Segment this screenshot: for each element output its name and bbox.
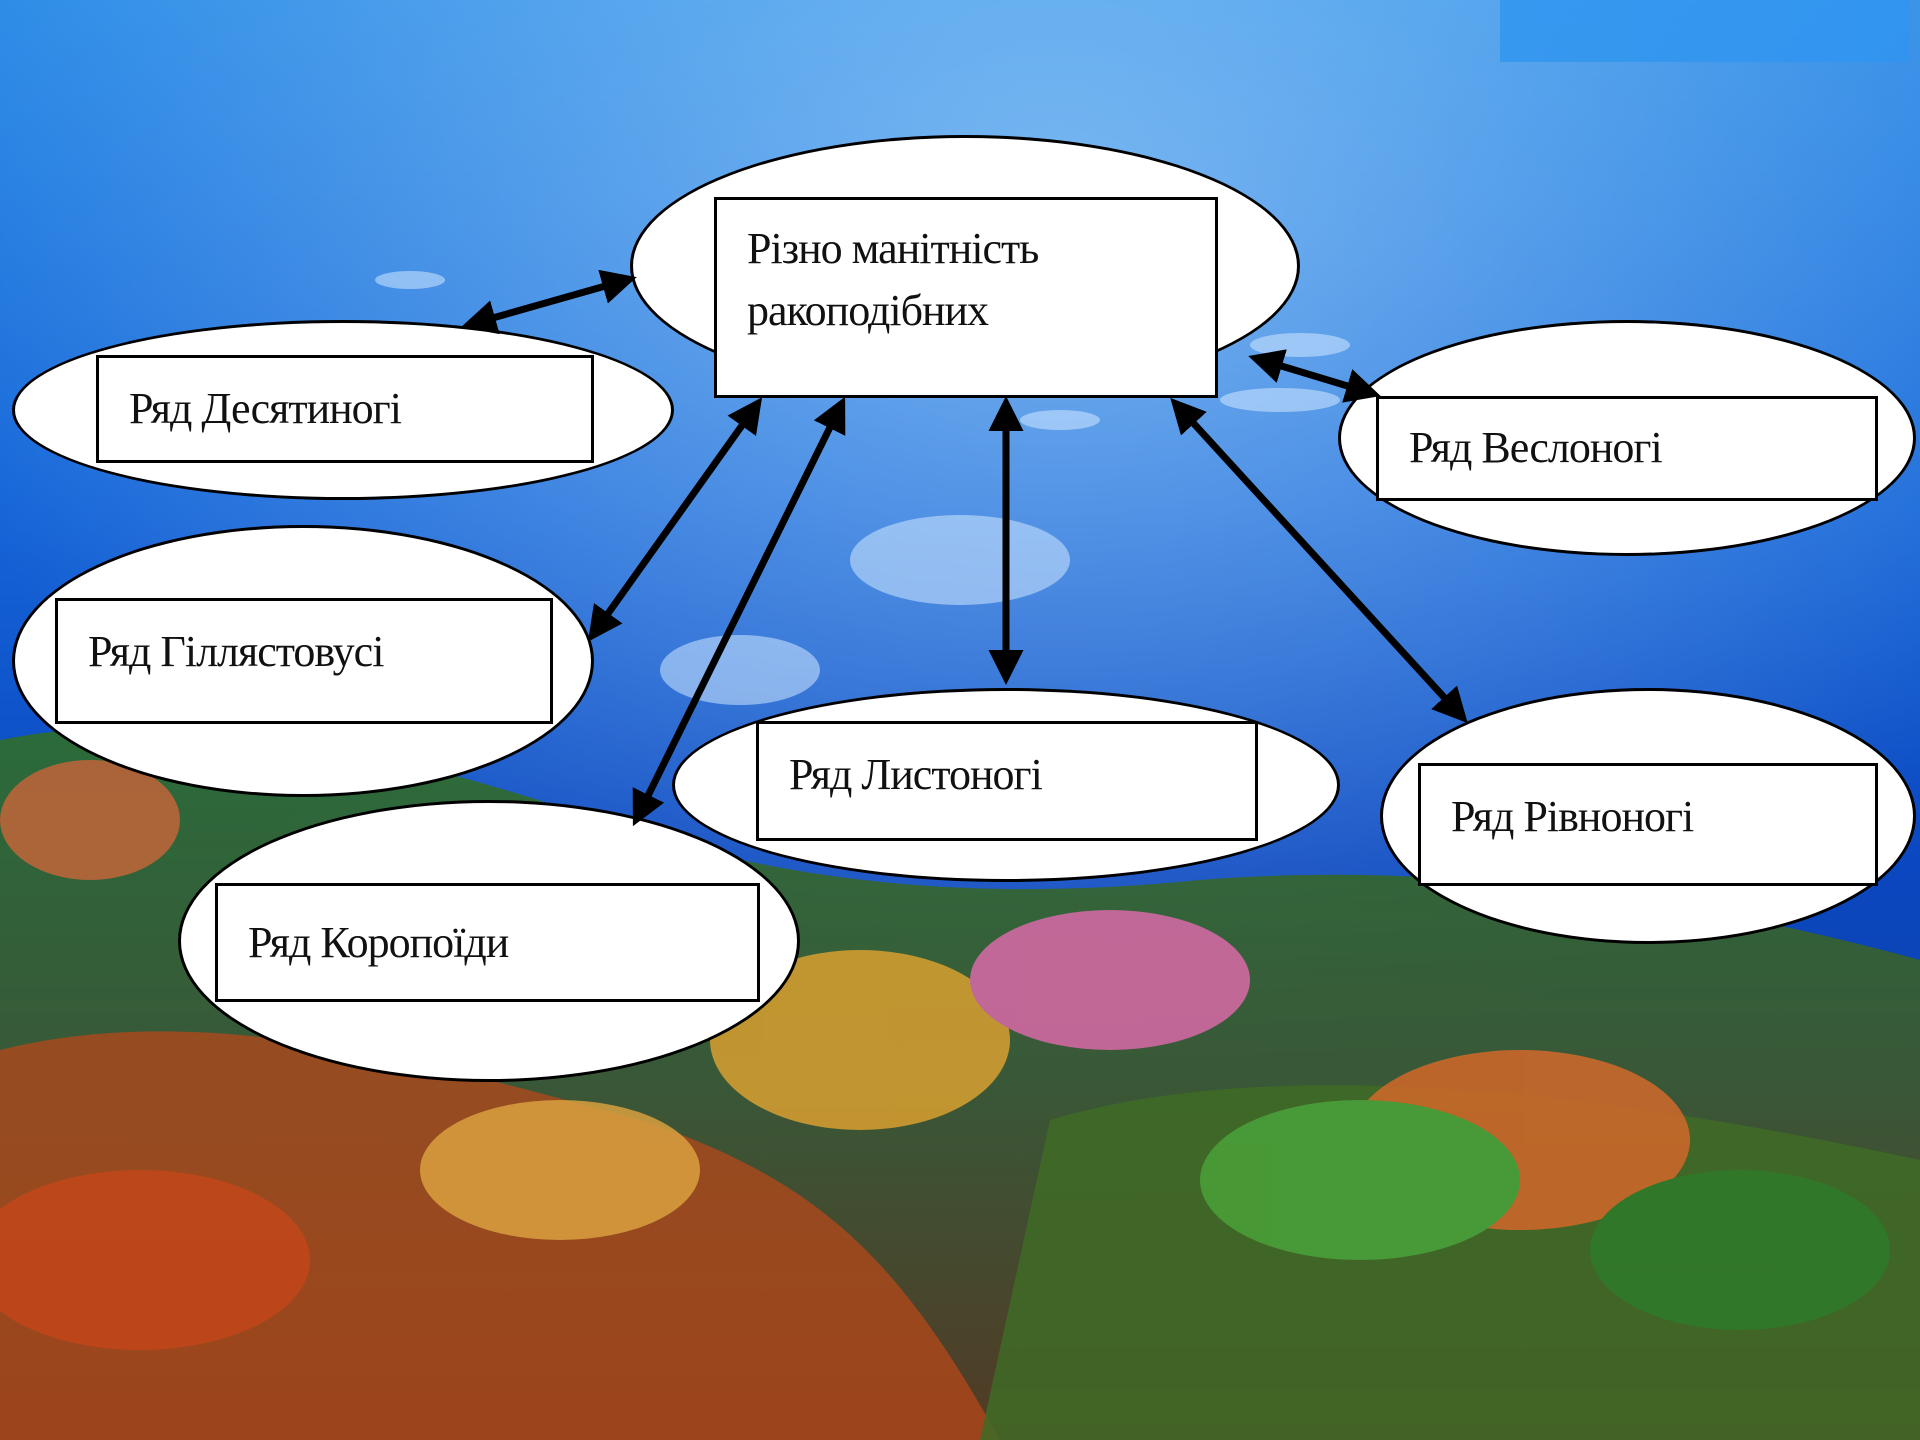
node-desiatynohi-label: Ряд Десятиногі [96,355,594,463]
node-rivnonohi-label: Ряд Рівноногі [1418,763,1878,886]
node-veslonohi-label: Ряд Веслоногі [1376,396,1878,501]
node-lystonohi-label: Ряд Листоногі [756,721,1258,841]
node-hilliastovusi-label: Ряд Гіллястовусі [55,598,553,724]
center-node-label: Різно манітність ракоподібних [714,197,1218,398]
node-koropoidy-label: Ряд Коропоїди [215,883,760,1002]
